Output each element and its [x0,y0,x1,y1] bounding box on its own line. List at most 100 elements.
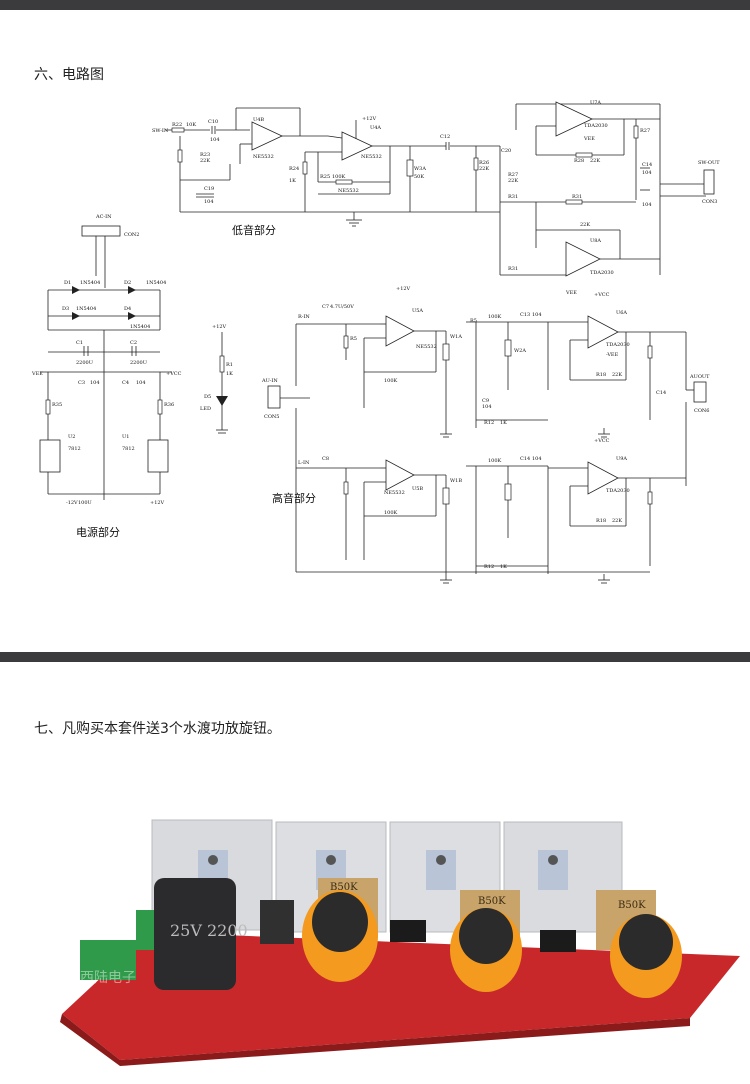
treble-section-label: 高音部分 [272,491,316,505]
svg-text:+12V: +12V [396,286,411,292]
power-section: AC-IN CON2 D1 1N5404 D2 1N5404 D3 1N5404… [31,214,233,539]
svg-text:C8: C8 [322,456,329,462]
svg-text:C3: C3 [78,380,85,386]
svg-text:100K: 100K [332,174,346,180]
svg-text:L-IN: L-IN [298,460,310,466]
svg-text:+VCC: +VCC [594,292,610,298]
knob-2-label: B50K [478,896,506,907]
top-divider-bar [0,0,750,10]
svg-text:R1: R1 [226,362,233,368]
svg-text:22K: 22K [508,178,518,184]
svg-text:104: 104 [482,404,492,410]
svg-text:R12: R12 [484,564,494,570]
svg-text:CON3: CON3 [702,199,717,205]
svg-text:100U: 100U [78,500,92,506]
cap-label: 25V 2200 [170,921,248,940]
svg-text:1K: 1K [226,371,233,377]
svg-text:D3: D3 [62,306,69,312]
svg-text:NE5532: NE5532 [384,490,405,496]
svg-text:R27: R27 [640,128,650,134]
svg-text:1N5404: 1N5404 [146,280,166,286]
svg-text:R12: R12 [484,420,494,426]
svg-text:100K: 100K [384,378,398,384]
svg-text:22K: 22K [200,158,210,164]
sw-in-label: SW-IN [152,128,169,134]
svg-text:NE5532: NE5532 [338,188,359,194]
power-section-label: 电源部分 [76,525,120,539]
circuit-section-title: 六、电路图 [34,67,104,83]
treble-section: R-IN C7 4.7U/50V AU-IN CON5 L-IN C8 U5A … [261,286,710,584]
svg-text:C9: C9 [482,398,489,404]
svg-text:CON5: CON5 [264,414,279,420]
svg-text:2200U: 2200U [76,360,93,366]
svg-text:100K: 100K [488,458,502,464]
svg-text:U5A: U5A [412,308,423,314]
svg-text:+12V: +12V [362,116,377,122]
knob-1: B50K [302,878,378,982]
svg-text:7812: 7812 [122,446,135,452]
svg-text:AUOUT: AUOUT [689,374,710,380]
knob-section-title: 七、凡购买本套件送3个水渡功放旋钮。 [34,721,281,737]
svg-text:C14: C14 [642,162,652,168]
svg-text:R25: R25 [320,174,330,180]
svg-text:U1: U1 [122,434,129,440]
svg-text:W1B: W1B [450,478,462,484]
svg-text:1K: 1K [500,420,507,426]
svg-text:R26: R26 [479,160,489,166]
svg-text:VEE: VEE [583,136,595,142]
svg-text:R23: R23 [200,152,210,158]
svg-text:LED: LED [200,406,211,412]
svg-text:104: 104 [204,199,214,205]
svg-text:C1: C1 [76,340,83,346]
svg-text:W1A: W1A [450,334,462,340]
knob-3: B50K [596,890,682,998]
svg-text:C2: C2 [130,340,137,346]
svg-text:R5: R5 [350,336,357,342]
svg-text:C4: C4 [122,380,129,386]
svg-text:VEE: VEE [565,290,577,296]
svg-text:R31: R31 [572,194,582,200]
heatsink-group [151,819,623,933]
svg-text:1N5404: 1N5404 [80,280,100,286]
svg-text:R-IN: R-IN [298,314,310,320]
svg-text:104: 104 [532,456,542,462]
svg-text:R35: R35 [52,402,62,408]
svg-text:104: 104 [532,312,542,318]
svg-text:NE5532: NE5532 [361,154,382,160]
knob-3-label: B50K [618,900,646,911]
svg-text:R18: R18 [596,518,606,524]
svg-text:+VCC: +VCC [166,371,182,377]
svg-text:C13: C13 [520,312,530,318]
svg-text:+VCC: +VCC [594,438,610,444]
svg-text:U8A: U8A [590,238,601,244]
svg-text:104: 104 [90,380,100,386]
svg-text:R22: R22 [172,122,182,128]
svg-text:50K: 50K [414,174,424,180]
svg-text:R5: R5 [470,318,477,324]
svg-text:NE5532: NE5532 [253,154,274,160]
svg-text:CON6: CON6 [694,408,709,414]
svg-text:U4A: U4A [370,125,381,131]
svg-text:22K: 22K [479,166,489,172]
svg-text:2200U: 2200U [130,360,147,366]
svg-text:C14: C14 [656,390,666,396]
svg-text:100K: 100K [488,314,502,320]
svg-text:TDA2030: TDA2030 [584,123,608,129]
svg-text:R36: R36 [164,402,174,408]
svg-text:104: 104 [210,137,220,143]
svg-text:NE5532: NE5532 [416,344,437,350]
svg-text:1K: 1K [500,564,507,570]
svg-text:104: 104 [642,170,652,176]
svg-text:22K: 22K [612,372,622,378]
svg-text:R31: R31 [508,194,518,200]
knob-1-label: B50K [330,882,358,893]
sw-out-label: SW-OUT [698,160,720,166]
svg-text:TDA2030: TDA2030 [606,488,630,494]
svg-text:C14: C14 [520,456,530,462]
svg-text:W3A: W3A [414,166,426,172]
svg-text:1N5404: 1N5404 [130,324,150,330]
svg-text:100K: 100K [384,510,398,516]
svg-text:U7A: U7A [590,100,601,106]
svg-text:D5: D5 [204,394,211,400]
svg-text:104: 104 [642,202,652,208]
